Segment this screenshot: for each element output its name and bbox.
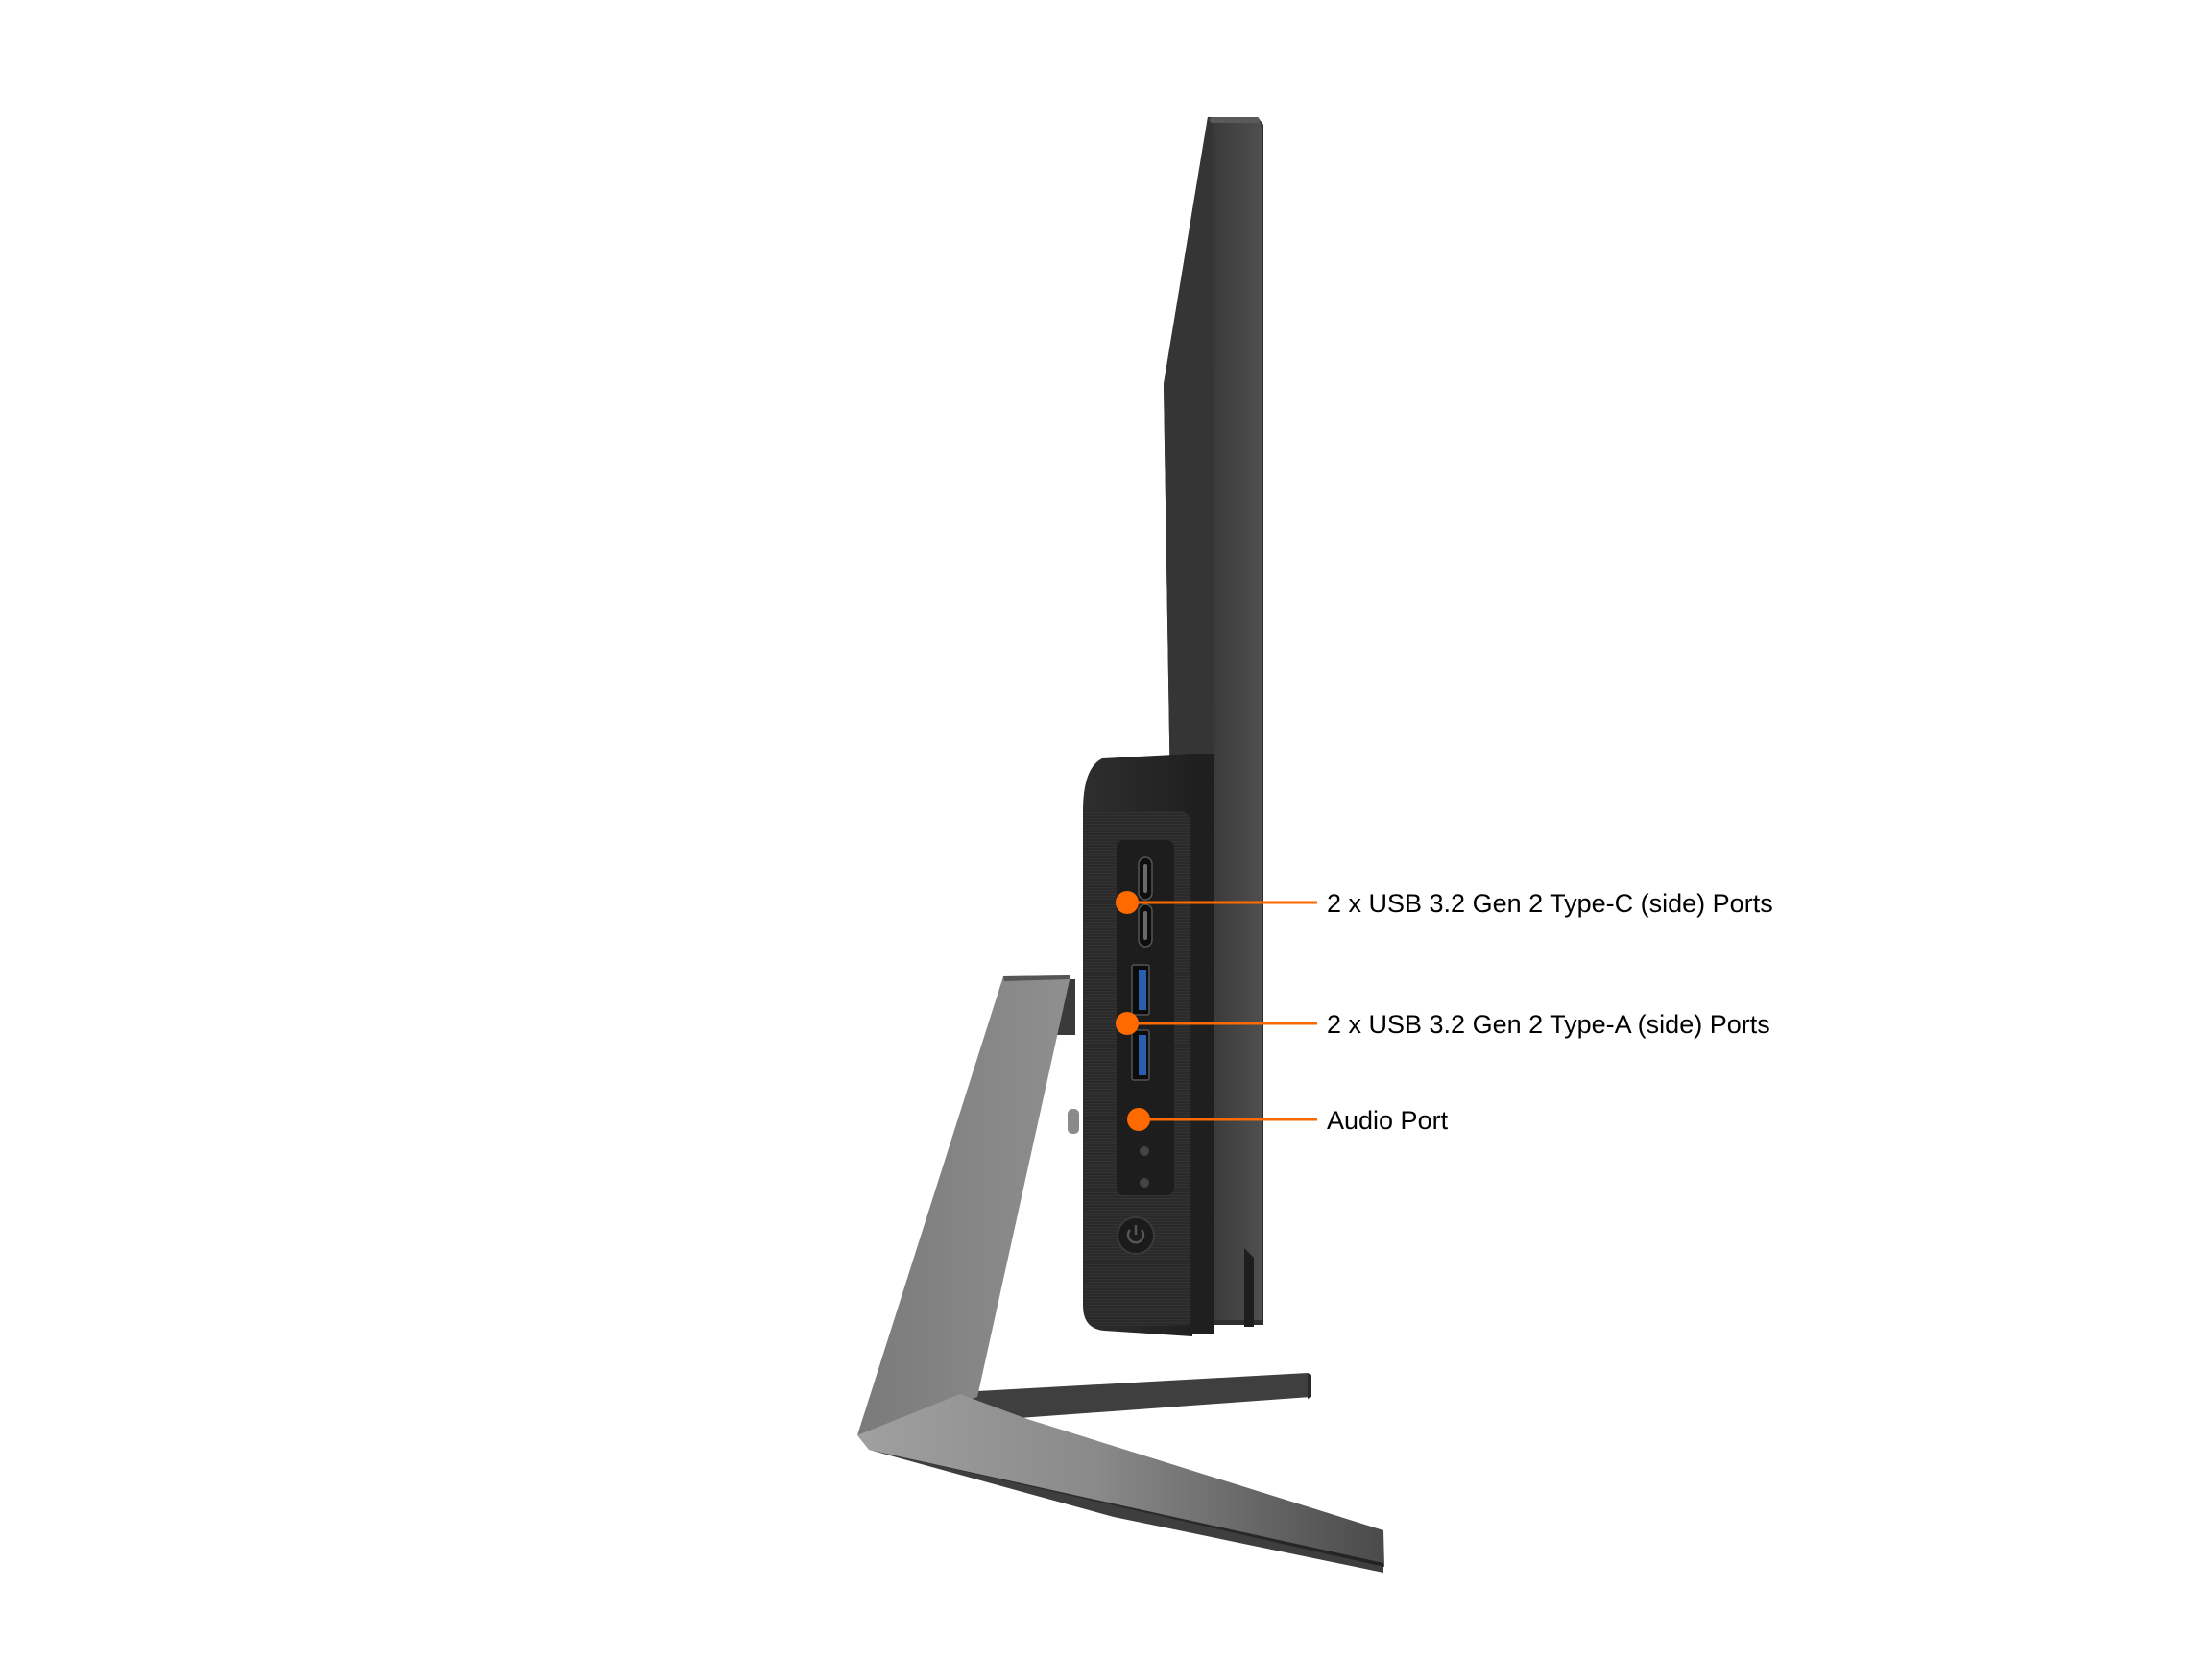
callout-label-audio: Audio Port [1327, 1106, 1449, 1135]
callout-label-usb-c: 2 x USB 3.2 Gen 2 Type-C (side) Ports [1327, 889, 1773, 918]
indicator-led-2 [1140, 1178, 1149, 1188]
callout-usb-a [1116, 1012, 1317, 1035]
stand-arm [857, 975, 1070, 1435]
callout-dot [1116, 891, 1139, 914]
power-button[interactable] [1117, 1216, 1155, 1255]
stand-rear-foot [960, 1373, 1311, 1421]
stand-front-foot [857, 1394, 1384, 1573]
usb-a-ports [1131, 964, 1150, 1081]
callout-label-usb-a: 2 x USB 3.2 Gen 2 Type-A (side) Ports [1327, 1010, 1770, 1039]
callout-usb-c [1116, 891, 1317, 914]
indicator-led-1 [1140, 1146, 1149, 1156]
port-panel [1117, 840, 1174, 1195]
usb-c-ports [1138, 856, 1153, 948]
callout-dot [1116, 1012, 1139, 1035]
callout-audio [1127, 1108, 1317, 1131]
callout-dot [1127, 1108, 1150, 1131]
hinge-knob [1068, 1109, 1079, 1134]
power-icon [1126, 1229, 1145, 1244]
